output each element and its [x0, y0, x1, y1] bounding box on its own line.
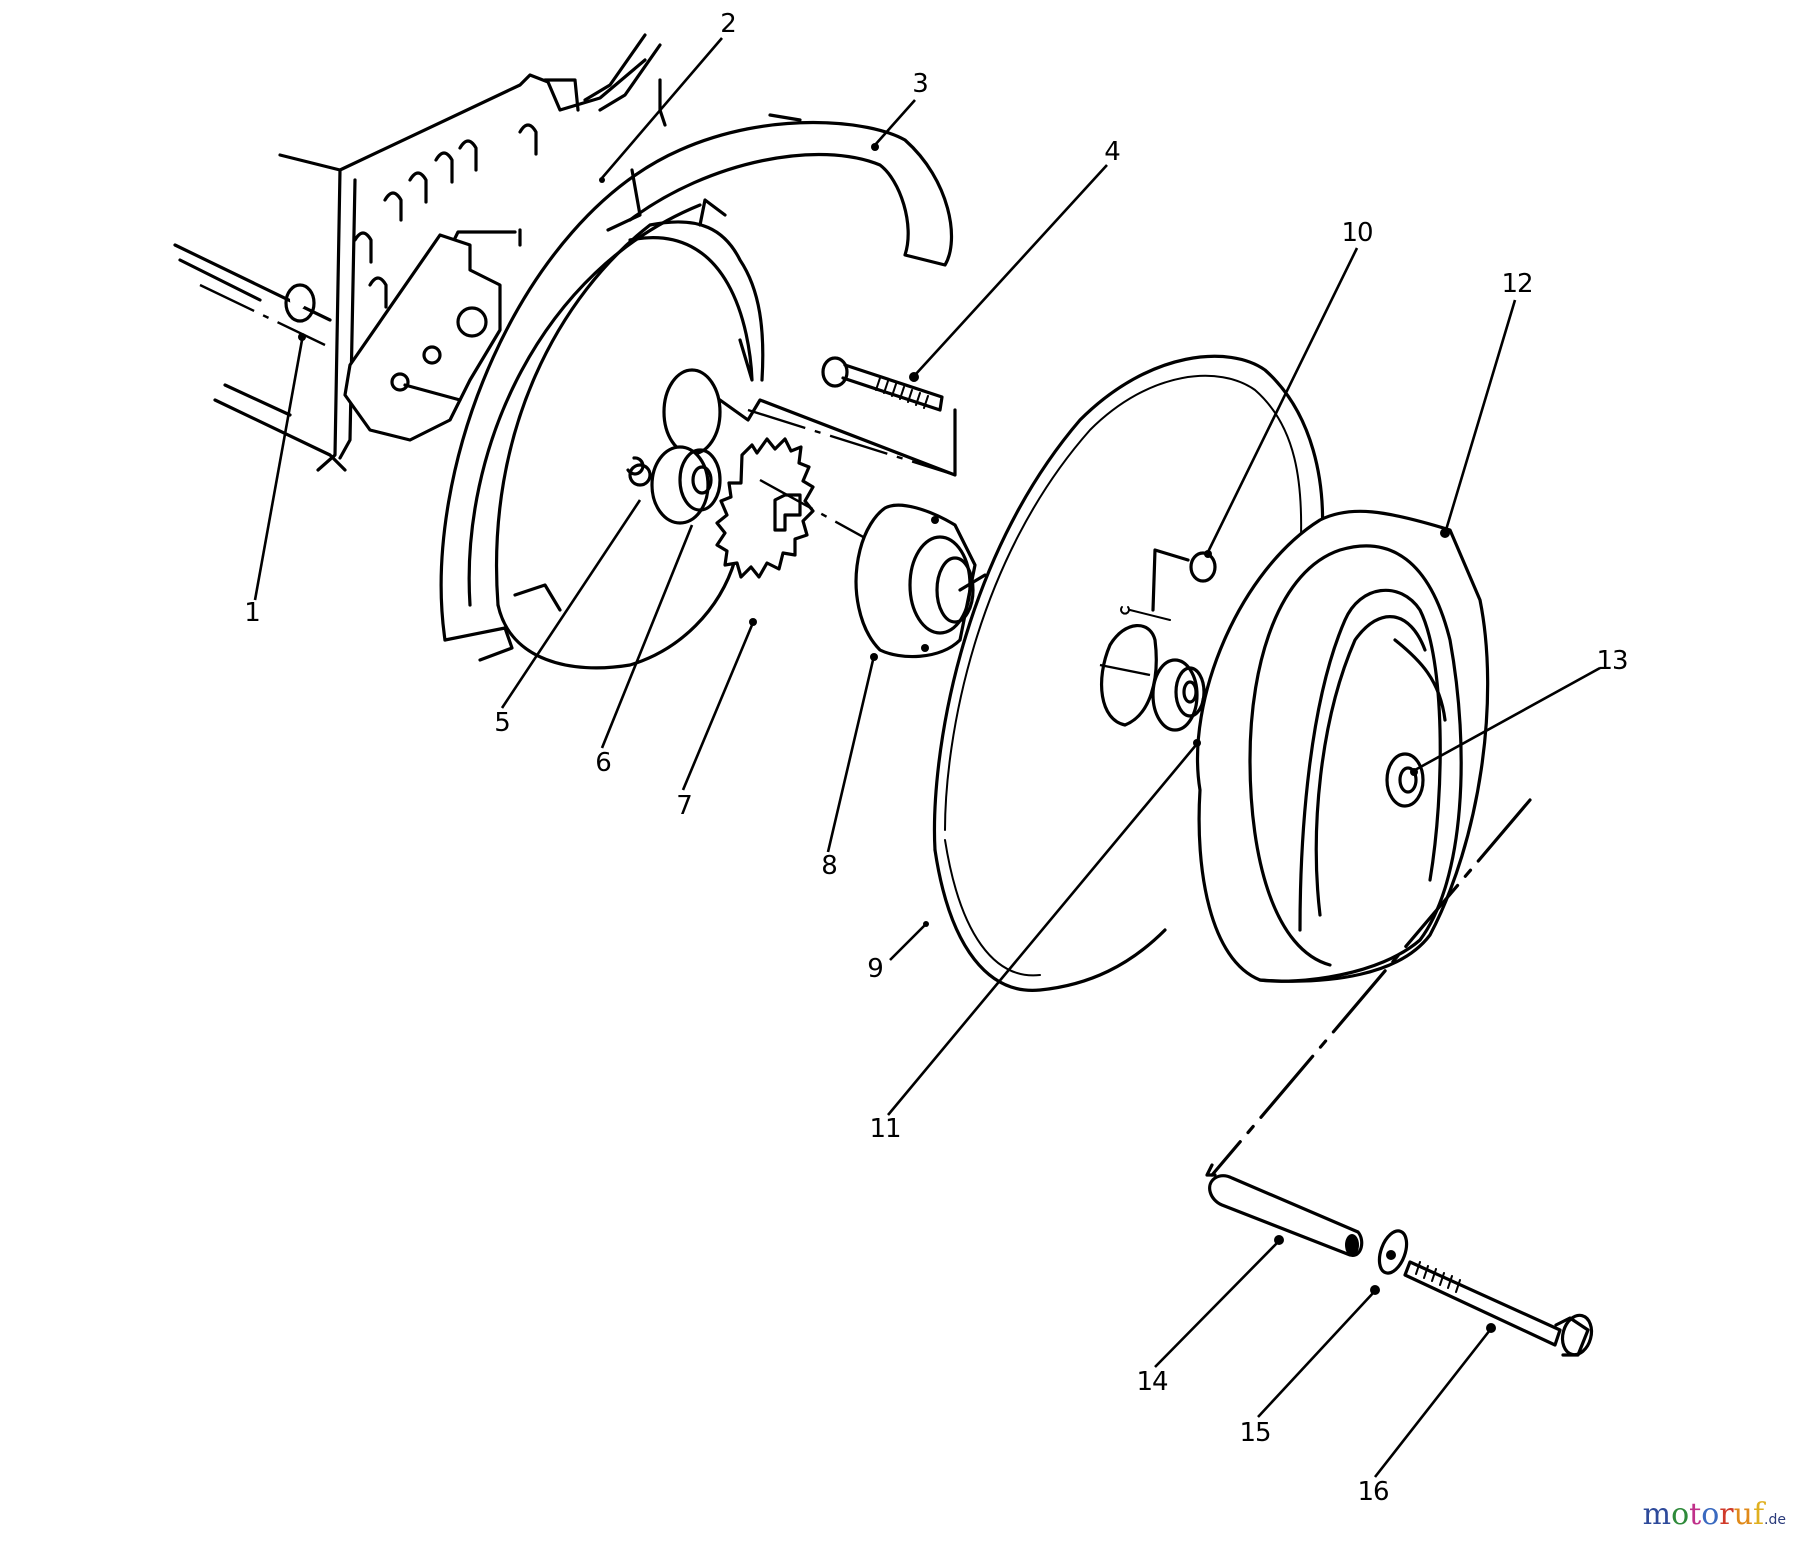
watermark-letter: u — [1733, 1497, 1753, 1532]
watermark-letter: m — [1642, 1497, 1672, 1532]
callout-9: 9 — [867, 954, 884, 984]
backplate-disc — [494, 198, 765, 670]
callout-11: 11 — [869, 1114, 901, 1144]
callout-2: 2 — [720, 9, 737, 39]
callout-leaders — [253, 37, 1601, 1478]
watermark-letter: r — [1719, 1497, 1734, 1532]
part-5-clip-washer — [626, 456, 652, 487]
callout-12: 12 — [1501, 269, 1533, 299]
part-14-spacer-tube — [1205, 798, 1532, 1257]
callout-16: 16 — [1357, 1477, 1389, 1507]
callout-5: 5 — [494, 708, 511, 738]
part-10-nut — [1099, 548, 1217, 727]
part-1-nut — [284, 283, 316, 323]
watermark-tld: .de — [1764, 1512, 1786, 1528]
frame-plate — [173, 33, 667, 472]
callout-10: 10 — [1341, 218, 1373, 248]
callout-3: 3 — [912, 69, 929, 99]
callout-15: 15 — [1239, 1418, 1271, 1448]
callout-14: 14 — [1136, 1367, 1168, 1397]
callout-4: 4 — [1104, 137, 1121, 167]
motoruf-watermark: motoruf.de — [1643, 1497, 1786, 1532]
callout-7: 7 — [676, 791, 693, 821]
callout-13: 13 — [1596, 646, 1628, 676]
part-16-bolt — [1403, 1260, 1594, 1357]
callout-1: 1 — [244, 598, 261, 628]
watermark-letter: t — [1689, 1497, 1702, 1532]
part-6-bearing — [650, 445, 722, 525]
part-8-hub — [854, 503, 987, 659]
watermark-letter: o — [1701, 1497, 1720, 1532]
part-9-disc — [932, 354, 1325, 992]
callout-8: 8 — [821, 851, 838, 881]
part-4-bolt — [718, 356, 957, 477]
watermark-letter: f — [1752, 1497, 1765, 1532]
part-15-washer — [1377, 1229, 1409, 1275]
part-12-wheel — [1195, 509, 1490, 983]
callout-6: 6 — [595, 748, 612, 778]
watermark-letter: o — [1671, 1497, 1690, 1532]
